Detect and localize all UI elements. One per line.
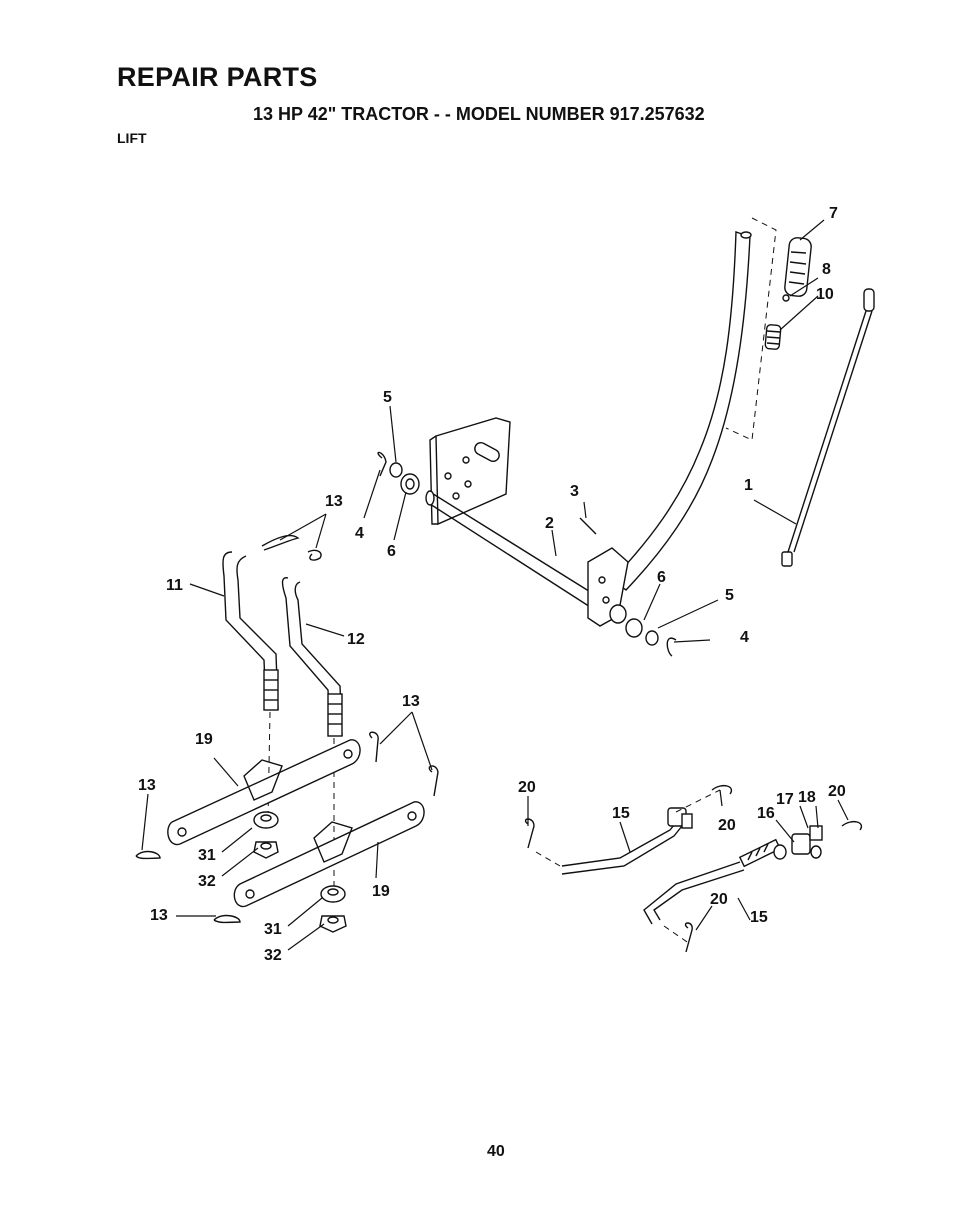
callout-5: 5 bbox=[383, 389, 392, 406]
callout-1: 1 bbox=[744, 477, 753, 494]
page-subtitle: 13 HP 42" TRACTOR - - MODEL NUMBER 917.2… bbox=[253, 104, 705, 124]
callout-16: 16 bbox=[757, 805, 775, 822]
callout-13: 13 bbox=[150, 907, 168, 924]
release-rod bbox=[781, 288, 875, 567]
lift-shaft bbox=[425, 490, 601, 613]
callout-13: 13 bbox=[138, 777, 156, 794]
right-hardware bbox=[609, 604, 677, 657]
callout-20: 20 bbox=[828, 783, 846, 800]
callout-labels: 1 2 3 4 4 5 5 6 6 7 8 10 11 12 13 13 13 … bbox=[138, 205, 846, 964]
mounting-plate bbox=[429, 417, 511, 526]
callout-20: 20 bbox=[710, 891, 728, 908]
callout-19: 19 bbox=[372, 883, 390, 900]
bushing-nut-left bbox=[253, 811, 279, 859]
callout-20: 20 bbox=[718, 817, 736, 834]
handle-grip bbox=[784, 237, 812, 297]
handle-grip-outline bbox=[725, 217, 777, 441]
callout-32: 32 bbox=[264, 947, 282, 964]
callout-4: 4 bbox=[355, 525, 364, 542]
lift-link-right bbox=[281, 577, 343, 737]
callout-15: 15 bbox=[612, 805, 630, 822]
hairpin-clips bbox=[135, 534, 439, 924]
callout-6: 6 bbox=[387, 543, 396, 560]
callout-18: 18 bbox=[798, 789, 816, 806]
adjust-rod-lower bbox=[643, 838, 782, 925]
callout-31: 31 bbox=[264, 921, 282, 938]
callout-13: 13 bbox=[325, 493, 343, 510]
callout-10: 10 bbox=[816, 286, 834, 303]
section-label: LIFT bbox=[117, 130, 147, 146]
callout-31: 31 bbox=[198, 847, 216, 864]
lift-arm-lower bbox=[233, 801, 425, 908]
callout-4: 4 bbox=[740, 629, 749, 646]
callout-32: 32 bbox=[198, 873, 216, 890]
lift-link-left bbox=[222, 551, 279, 711]
callout-17: 17 bbox=[776, 791, 794, 808]
callout-5: 5 bbox=[725, 587, 734, 604]
callout-6: 6 bbox=[657, 569, 666, 586]
callout-20: 20 bbox=[518, 779, 536, 796]
compression-spring bbox=[764, 324, 782, 350]
bushing-nut-right bbox=[319, 885, 347, 933]
page-title: REPAIR PARTS bbox=[117, 62, 318, 92]
roll-pin bbox=[579, 517, 597, 535]
callout-8: 8 bbox=[822, 261, 831, 278]
callout-7: 7 bbox=[829, 205, 838, 222]
callout-3: 3 bbox=[570, 483, 579, 500]
callout-2: 2 bbox=[545, 515, 554, 532]
callout-11: 11 bbox=[166, 577, 183, 594]
lift-arm-upper bbox=[167, 739, 361, 846]
left-hardware bbox=[377, 451, 420, 495]
trunnion-assembly bbox=[773, 825, 823, 860]
release-button bbox=[782, 294, 790, 302]
callout-13: 13 bbox=[402, 693, 420, 710]
callout-12: 12 bbox=[347, 631, 365, 648]
leader-lines bbox=[141, 219, 849, 951]
adjust-rod-upper bbox=[561, 807, 693, 875]
rod-clips bbox=[524, 784, 863, 953]
page-number: 40 bbox=[487, 1143, 505, 1160]
callout-15: 15 bbox=[750, 909, 768, 926]
callout-19: 19 bbox=[195, 731, 213, 748]
lift-handle bbox=[610, 231, 752, 591]
